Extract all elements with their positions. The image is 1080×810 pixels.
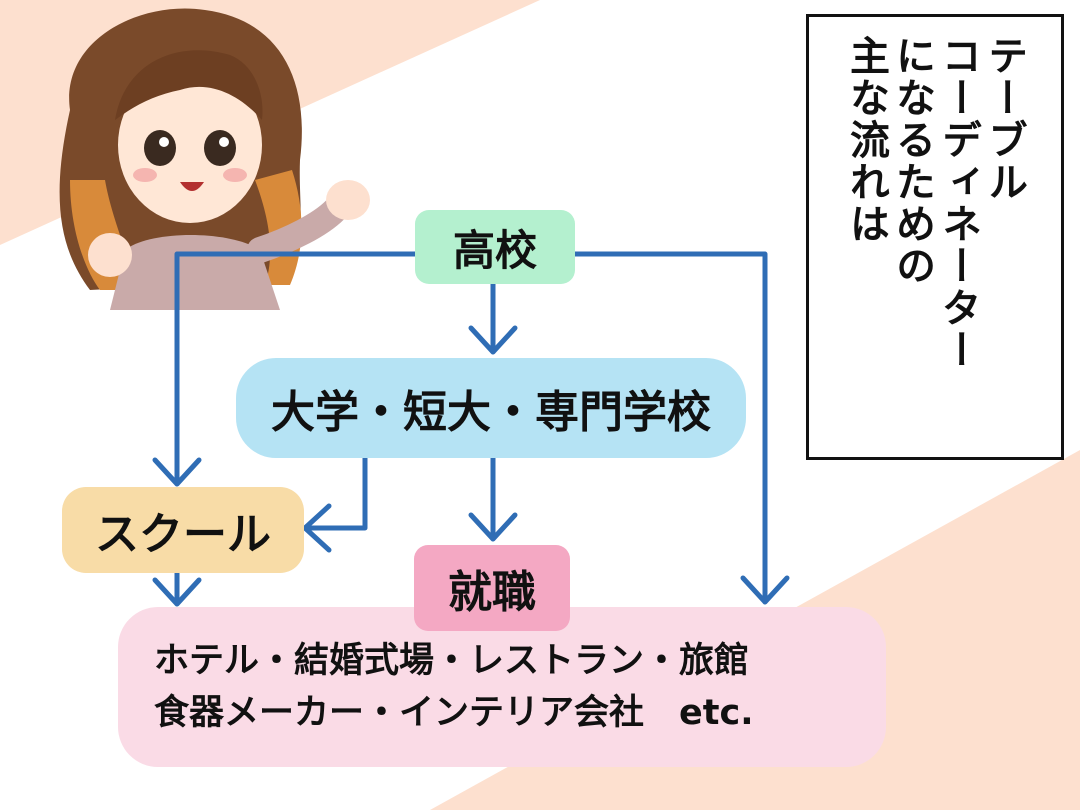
school-label: スクール: [95, 509, 271, 560]
title-line-2: コーディネーター: [935, 35, 981, 371]
title-line-1: テーブル: [981, 35, 1027, 203]
title-line-4: 主な流れは: [843, 35, 889, 245]
university-label: 大学・短大・専門学校: [271, 387, 711, 438]
destinations-box: ホテル・結婚式場・レストラン・旅館 食器メーカー・インテリア会社 etc.: [118, 607, 886, 767]
arrow-university-to-school: [302, 455, 368, 531]
school-box: スクール: [62, 487, 304, 573]
character-illustration: [59, 8, 370, 310]
university-box: 大学・短大・専門学校: [236, 358, 746, 458]
high-school-box: 高校: [415, 210, 575, 284]
destinations-line-2: 食器メーカー・インテリア会社 etc.: [154, 693, 754, 733]
arrow-high-school-to-school: [174, 251, 418, 485]
employment-label: 就職: [448, 567, 536, 618]
destinations-line-1: ホテル・結婚式場・レストラン・旅館: [154, 640, 750, 681]
arrow-high-school-to-destinations: [572, 251, 768, 603]
title-line-3: になるための: [889, 35, 935, 287]
title-box: テーブル コーディネーター になるための 主な流れは: [806, 14, 1064, 460]
high-school-label: 高校: [452, 225, 537, 275]
employment-box: 就職: [414, 545, 570, 631]
